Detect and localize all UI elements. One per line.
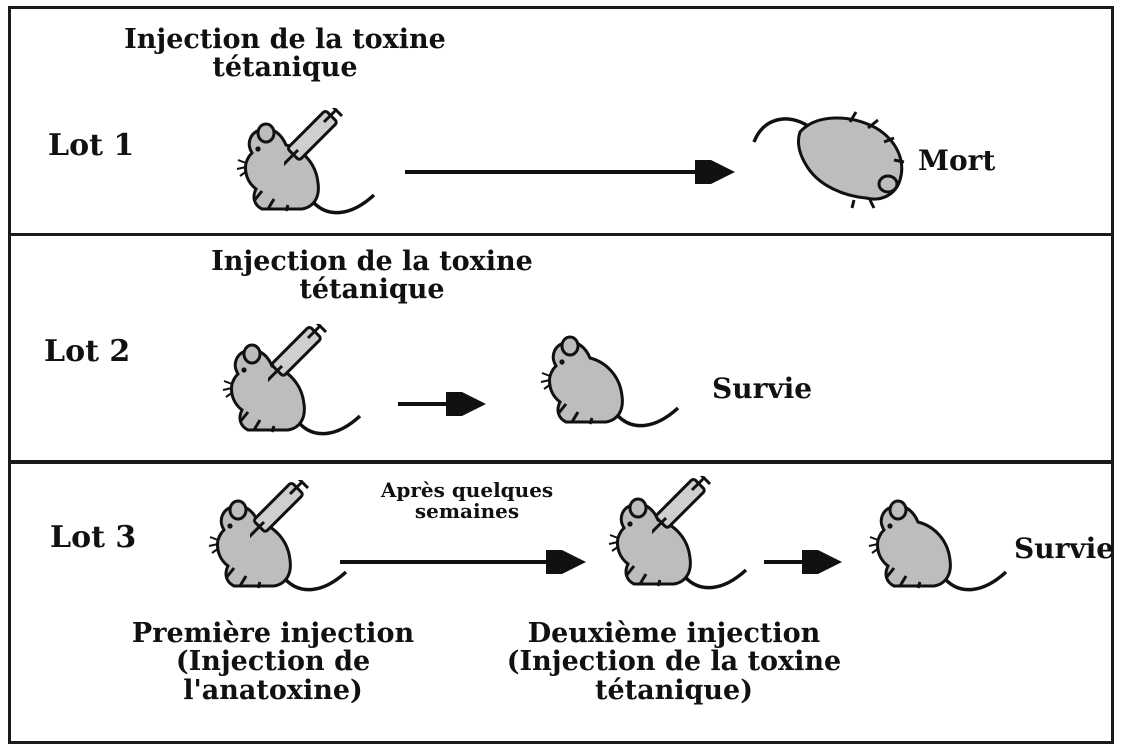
dead-mouse-icon [750,102,920,212]
interval-line2: semaines [381,501,553,522]
syringe-icon [284,108,354,178]
first-injection-caption: Première injection (Injection de l'anato… [132,620,414,705]
second-injection-detail1: (Injection de la toxine [507,648,841,676]
lot-1-caption-line1: Injection de la toxine [124,26,446,54]
lot-1-label: Lot 1 [48,130,134,162]
lot-2-caption-line2: tétanique [211,276,533,304]
lot-1-caption-line2: tétanique [124,54,446,82]
lot-3-label: Lot 3 [50,522,136,554]
syringe-icon [652,476,722,546]
lot-2-caption: Injection de la toxine tétanique [211,248,533,305]
lot-1-outcome: Mort [918,146,995,175]
first-injection-title: Première injection [132,620,414,648]
lot-1-caption: Injection de la toxine tétanique [124,26,446,83]
mouse-icon [856,482,1016,602]
syringe-icon [268,324,338,394]
arrow-right-icon [764,550,846,574]
lot-2-outcome: Survie [712,374,812,403]
lot-2-caption-line1: Injection de la toxine [211,248,533,276]
first-injection-detail1: (Injection de [132,648,414,676]
first-injection-detail2: l'anatoxine) [132,677,414,705]
arrow-right-icon [340,550,590,574]
interval-caption: Après quelques semaines [381,480,553,522]
arrow-right-icon [405,160,740,184]
second-injection-caption: Deuxième injection (Injection de la toxi… [507,620,841,705]
arrow-right-icon [398,392,490,416]
syringe-icon [250,480,320,550]
second-injection-detail2: tétanique) [507,677,841,705]
second-injection-title: Deuxième injection [507,620,841,648]
interval-line1: Après quelques [381,480,553,501]
mouse-icon [528,318,688,438]
lot-2-label: Lot 2 [44,336,130,368]
lot-3-outcome: Survie [1014,534,1114,563]
